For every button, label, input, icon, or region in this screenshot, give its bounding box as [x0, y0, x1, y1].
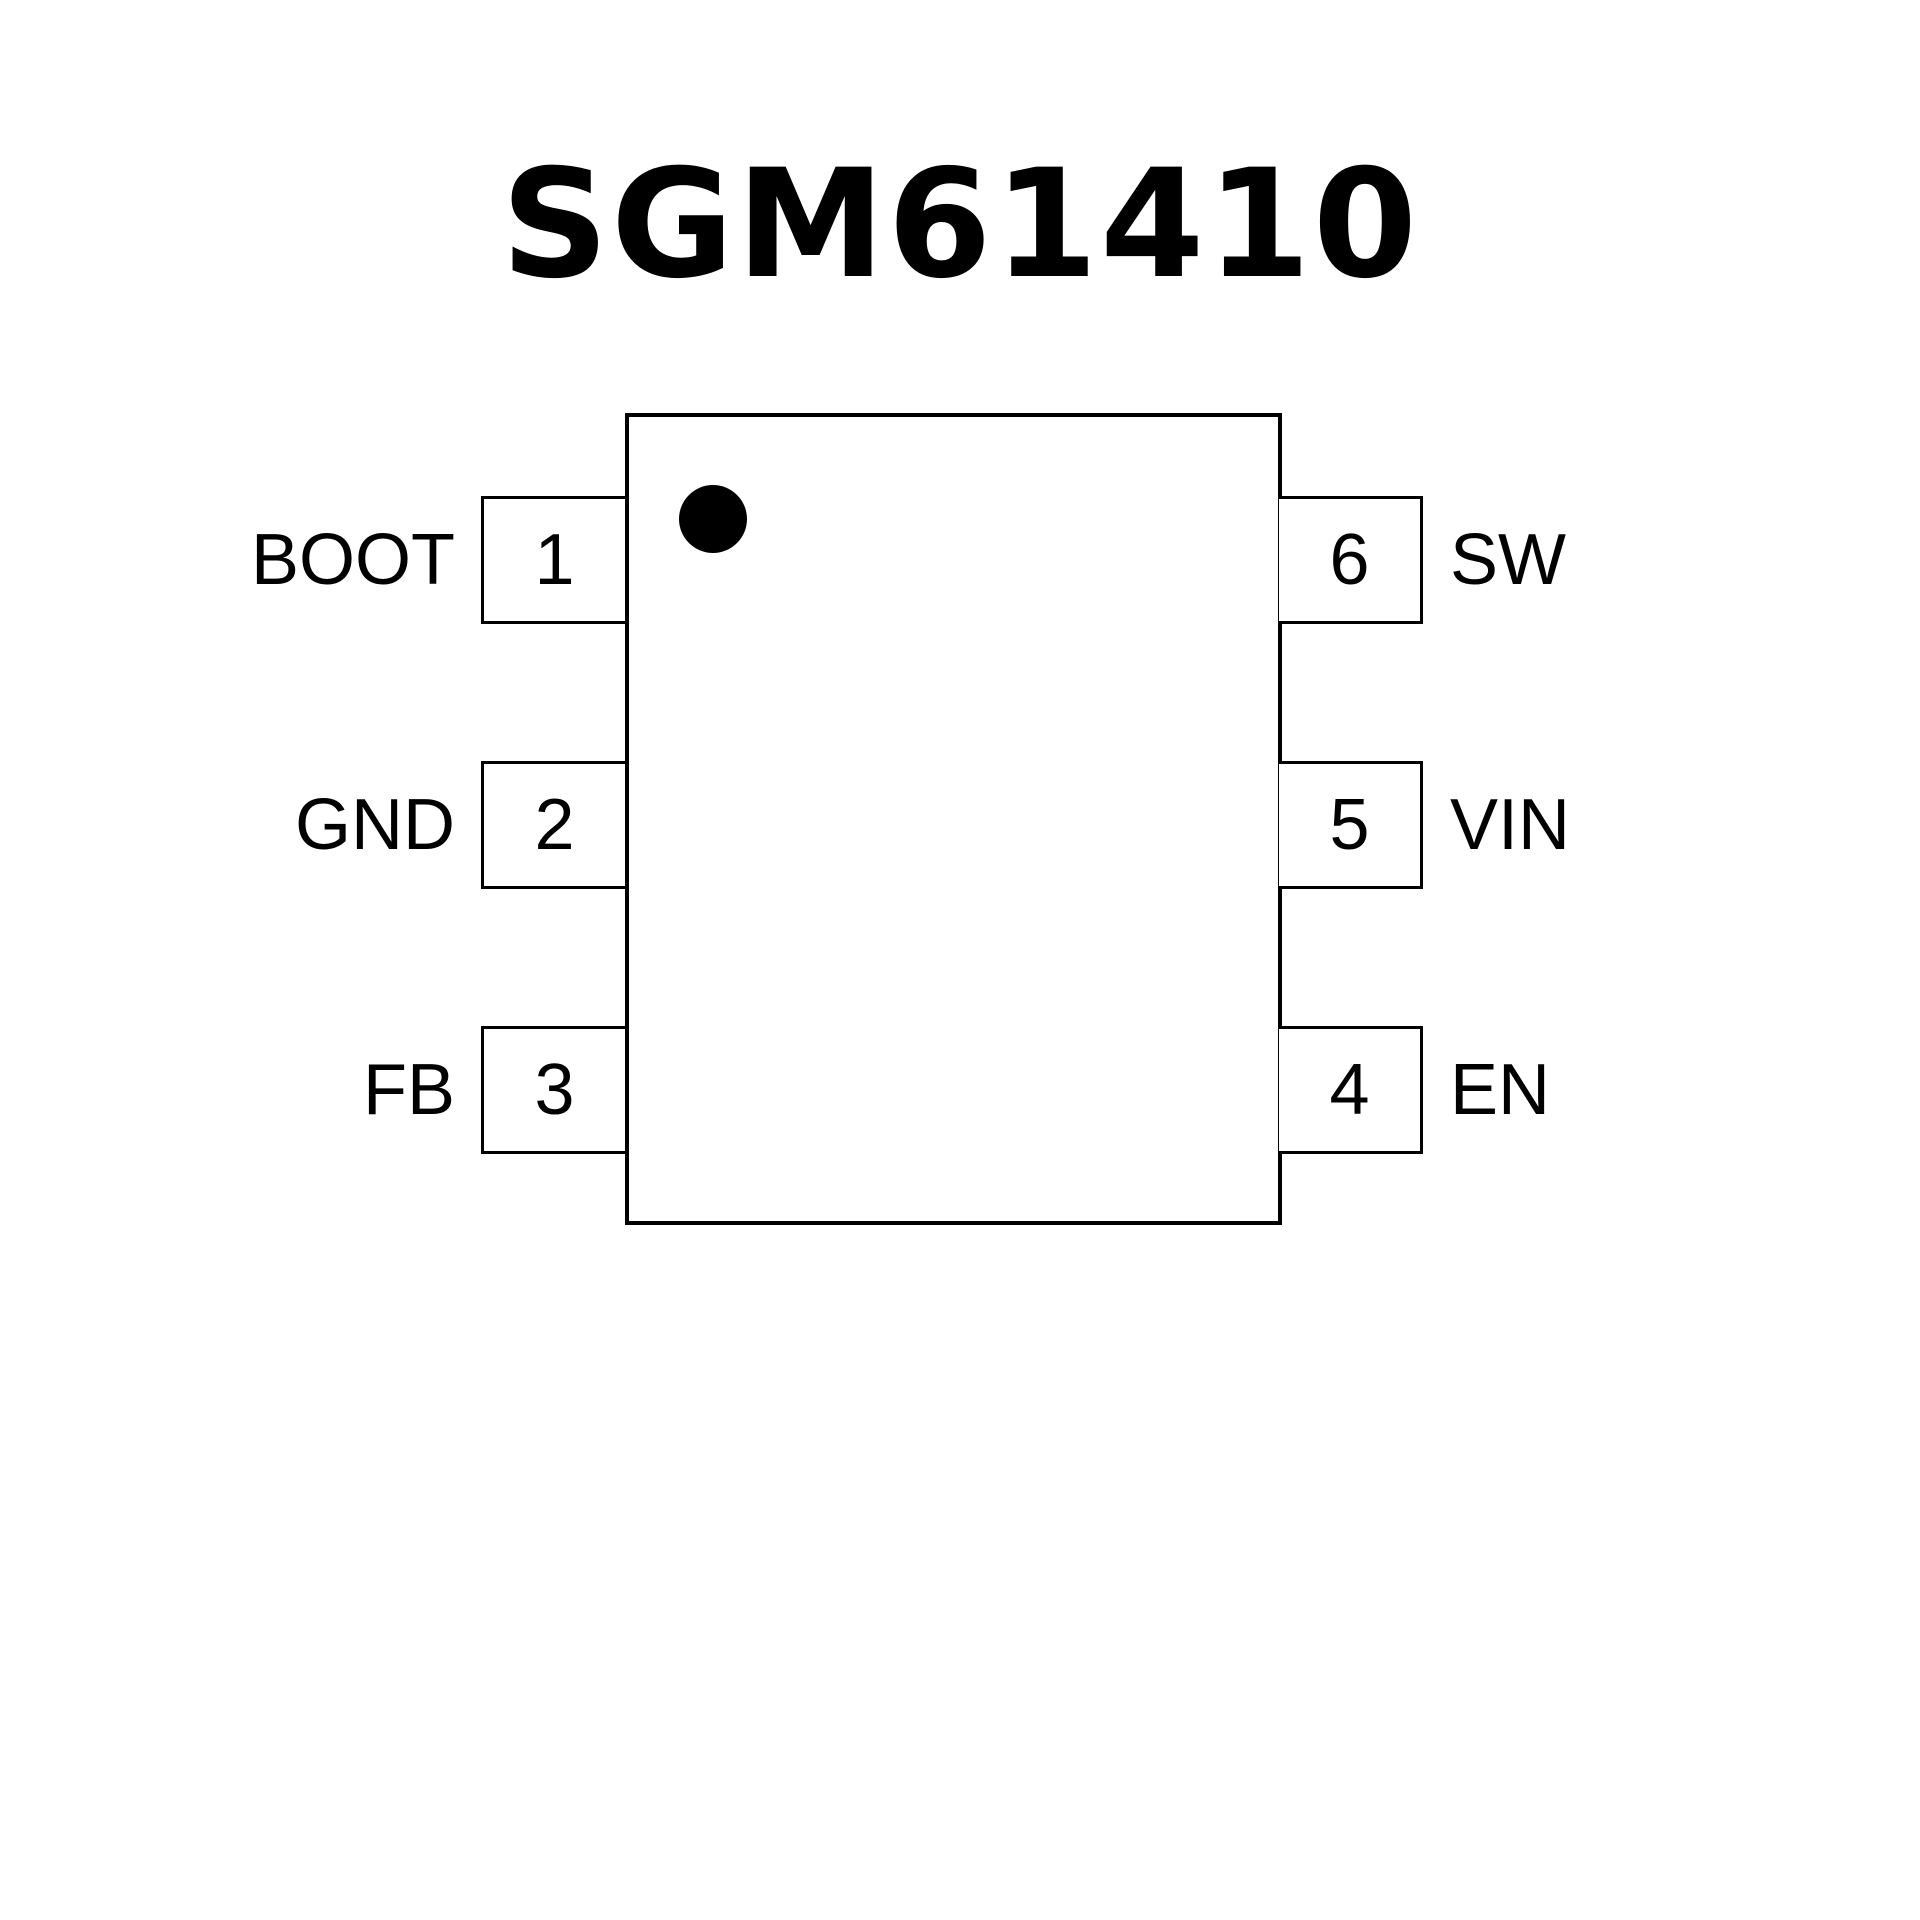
- pin-name-gnd: GND: [295, 785, 455, 865]
- pin-3: 3: [481, 1026, 625, 1154]
- pin-4: 4: [1279, 1026, 1423, 1154]
- pin-name-fb: FB: [362, 1050, 455, 1130]
- chip-title: SGM61410: [500, 138, 1420, 312]
- pin-1: 1: [481, 496, 625, 624]
- pin-name-vin: VIN: [1450, 785, 1571, 865]
- pin1-indicator-dot: [679, 485, 747, 553]
- pin-5: 5: [1279, 761, 1423, 889]
- chip-body: [625, 413, 1282, 1225]
- pin-name-en: EN: [1450, 1050, 1551, 1130]
- pin-2: 2: [481, 761, 625, 889]
- pin-6: 6: [1279, 496, 1423, 624]
- pin-name-boot: BOOT: [250, 520, 455, 600]
- pin-name-sw: SW: [1450, 520, 1566, 600]
